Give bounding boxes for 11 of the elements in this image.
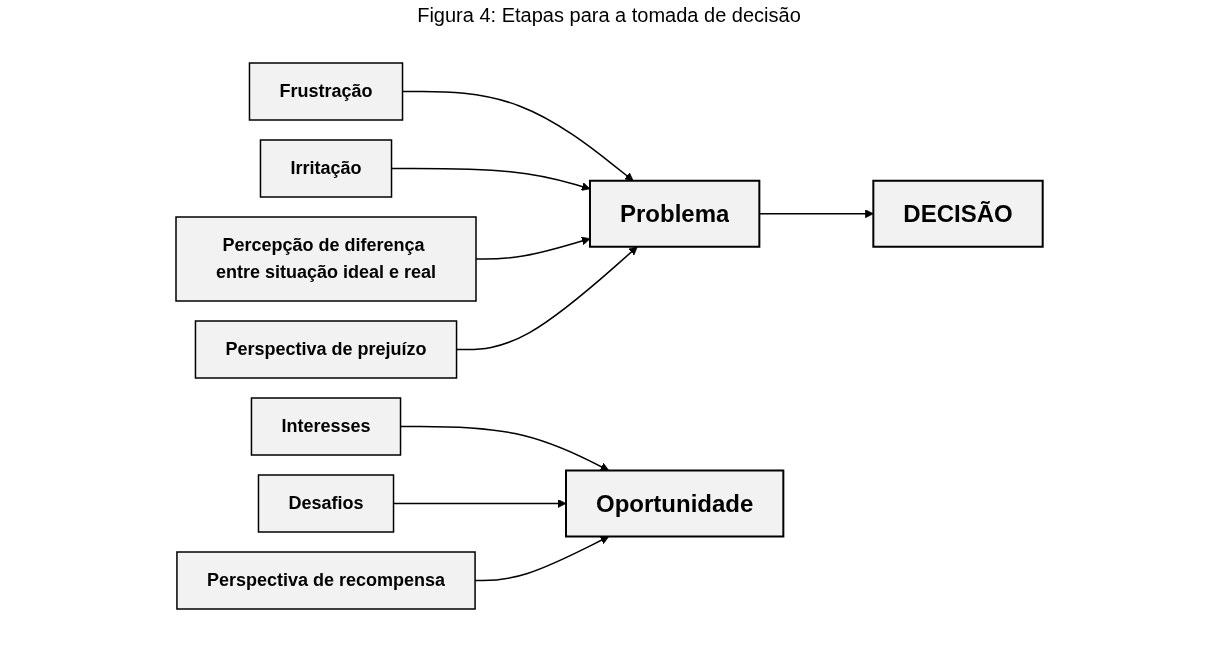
node-box: Interesses bbox=[250, 397, 401, 456]
node-box: Perspectiva de recompensa bbox=[175, 551, 476, 610]
node-box: DECISÃO bbox=[872, 179, 1044, 248]
node-box: Oportunidade bbox=[564, 469, 784, 538]
node-box: Percepção de diferença entre situação ideal e real bbox=[174, 216, 477, 302]
node-box: Frustração bbox=[248, 62, 403, 121]
node-box: Problema bbox=[588, 179, 760, 248]
node-box: Irritação bbox=[259, 139, 392, 198]
node-box: Desafios bbox=[257, 474, 394, 533]
node-box: Perspectiva de prejuízo bbox=[194, 320, 457, 379]
diagram-title: Figura 4: Etapas para a tomada de decisão bbox=[416, 4, 802, 27]
